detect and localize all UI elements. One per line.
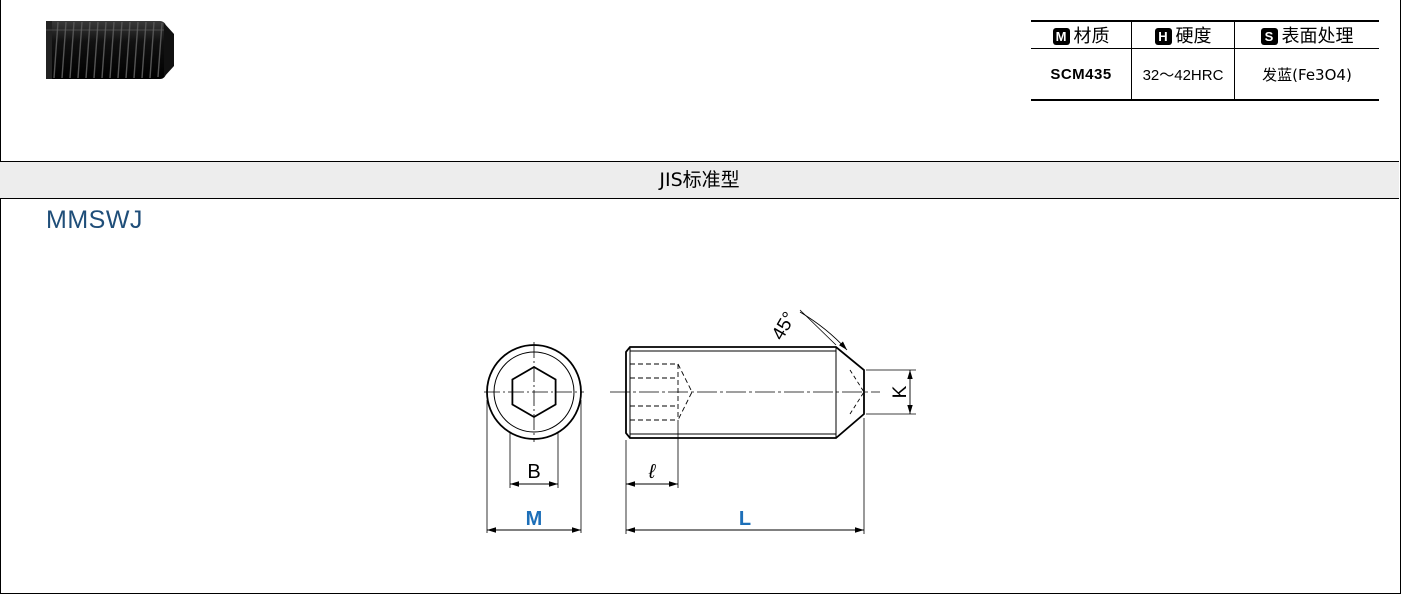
label-B: B xyxy=(527,461,540,483)
screw-outline xyxy=(625,346,865,439)
end-view xyxy=(484,342,584,533)
label-K: K xyxy=(890,385,911,398)
label-angle: 45° xyxy=(768,309,801,344)
header-hardness-label: 硬度 xyxy=(1175,26,1212,47)
label-L: L xyxy=(739,508,751,530)
material-value: SCM435 xyxy=(1031,48,1132,101)
label-M: M xyxy=(526,508,543,530)
hardness-badge-icon: H xyxy=(1154,28,1172,45)
hidden-socket xyxy=(630,363,693,421)
material-badge-icon: M xyxy=(1052,28,1070,45)
model-name: MMSWJ xyxy=(46,206,143,234)
side-view xyxy=(610,309,916,534)
section-title: JIS标准型 xyxy=(0,161,1399,199)
header-surface-label: 表面处理 xyxy=(1281,26,1354,47)
surface-value: 发蓝(Fe3O4) xyxy=(1234,48,1379,101)
product-photo xyxy=(46,21,174,79)
label-l: ℓ xyxy=(648,461,657,483)
dim-arc-angle xyxy=(799,311,848,351)
header-material-label: 材质 xyxy=(1073,26,1110,47)
hardness-value: 32～42HRC xyxy=(1131,48,1235,101)
surface-badge-icon: S xyxy=(1260,28,1278,45)
